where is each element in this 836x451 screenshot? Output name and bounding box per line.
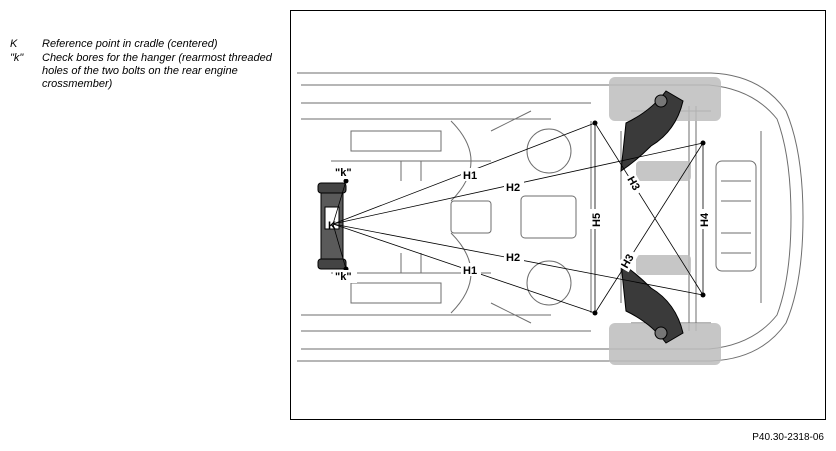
line-h3-bottom [594,142,704,314]
body-inner-outline [301,84,792,350]
label-h1-bottom: H1 [463,265,477,277]
label-k-bottom: "k" [335,271,352,283]
vehicle-underbody-diagram: "k" "k" K H1 H1 H2 H2 H3 H3 H4 [297,72,804,365]
label-h5: H5 [591,213,603,227]
legend-key: K [10,38,18,50]
legend-item-k-check-bores: "k" Check bores for the hanger (rearmost… [10,52,280,91]
point-rear-top [700,140,706,146]
label-k-top: "k" [335,167,352,179]
label-h2-top: H2 [506,182,520,194]
body-outline [297,72,804,362]
point-k-top [343,178,349,184]
label-h2-bottom: H2 [506,252,520,264]
point-rear-bottom [700,292,706,298]
rear-wheel-bottom-shade [609,323,721,365]
point-front-top [592,120,598,126]
legend: K Reference point in cradle (centered) "… [10,38,280,92]
figure-caption: P40.30-2318-06 [752,432,824,443]
rear-axle-link-bottom [620,261,684,344]
legend-key: "k" [10,52,24,64]
axle-bottom-shade [636,255,691,275]
rear-axle-link-top [620,90,684,173]
legend-item-k-reference: K Reference point in cradle (centered) [10,38,280,51]
point-front-bottom [592,310,598,316]
line-h3-top [594,122,704,296]
legend-description: Reference point in cradle (centered) [42,38,218,50]
legend-description: Check bores for the hanger (rearmost thr… [42,52,272,90]
label-h1-top: H1 [463,170,477,182]
diagram-frame: "k" "k" K H1 H1 H2 H2 H3 H3 H4 [290,10,826,420]
label-K: K [328,220,336,232]
axle-top-shade [636,161,691,181]
label-h4: H4 [699,212,711,227]
